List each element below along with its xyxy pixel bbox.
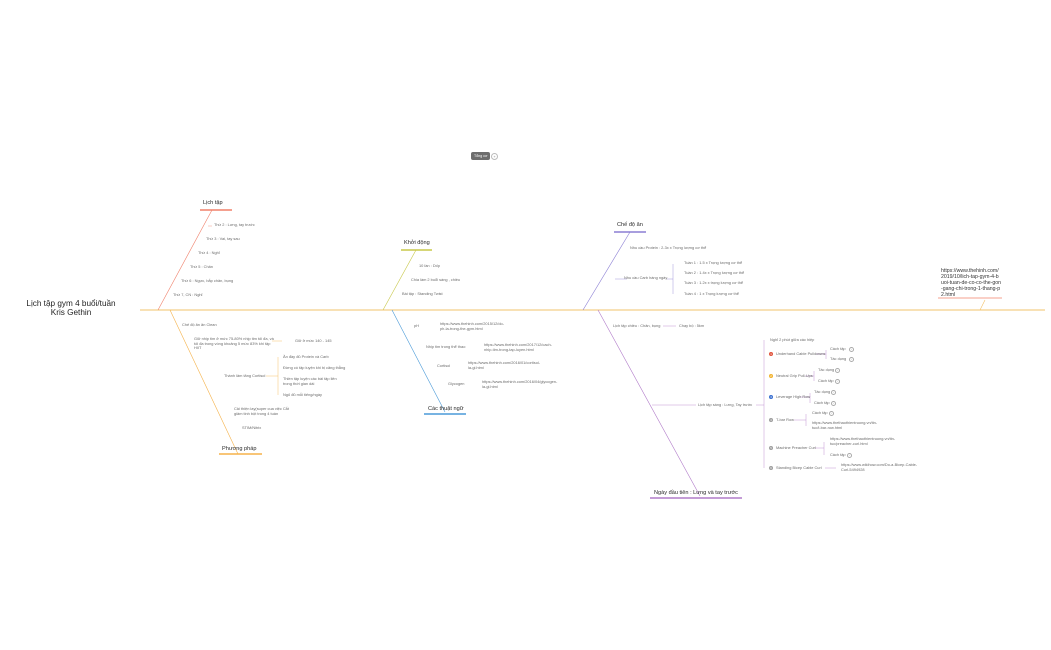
expand-toggle-icon[interactable]: ‹ bbox=[835, 368, 841, 374]
exercise-child[interactable]: https://www.wikihow.com/Do-a-Bicep-Cable… bbox=[841, 462, 918, 472]
exercise-child[interactable]: https://www.thethaothientruong.vn/tin-tu… bbox=[812, 420, 878, 430]
phuong-phap-child[interactable]: Thiền tập luyện các bài tập liên trong t… bbox=[283, 376, 337, 386]
branch-ngay-dau-tien-title[interactable]: Ngày đầu tiên : Lưng và tay trước bbox=[654, 490, 738, 496]
lich-tap-item[interactable]: Thứ 7, CN : Nghỉ bbox=[173, 292, 203, 297]
exercise-number-icon: 3 bbox=[769, 395, 773, 399]
phuong-phap-item[interactable]: Thành lâm tăng Cortisol bbox=[224, 373, 266, 378]
exercise-child[interactable]: Cách tập bbox=[814, 400, 830, 405]
che-do-an-carb[interactable]: Nhu cầu Carb hàng ngày bbox=[624, 275, 668, 280]
exercise-child[interactable]: Cách tập bbox=[830, 452, 846, 457]
exercise-child[interactable]: https://www.thethaothientruong.vn/tin-tu… bbox=[830, 436, 896, 446]
phuong-phap-child[interactable]: Giữ ở mức 140 - 145 bbox=[295, 338, 332, 343]
phuong-phap-item[interactable]: Cải thiện lay(super cua việc Cắt giảm ti… bbox=[234, 406, 289, 416]
url-connector bbox=[979, 299, 986, 311]
expand-toggle-icon[interactable]: ‹ bbox=[849, 347, 855, 353]
ngay-dau-tien-rest[interactable]: Nghỉ 2 phút giữa các hiệp bbox=[770, 337, 815, 342]
exercise-child[interactable]: Cách tập bbox=[818, 378, 834, 383]
expand-toggle-icon[interactable]: ‹ bbox=[835, 379, 841, 385]
phuong-phap-child[interactable]: Ngủ đủ mỗi tiếng/ngày bbox=[283, 392, 322, 397]
thuat-ngu-url[interactable]: https://www.thehinh.com/2016/04/glycogen… bbox=[482, 379, 558, 389]
thuat-ngu-term[interactable]: Nhịp tim trong thể thao bbox=[426, 344, 466, 349]
ngay-dau-tien-warmup[interactable]: Lịch tập chiều : Chân, bụng bbox=[613, 323, 661, 328]
khoi-dong-item[interactable]: Chia làm 2 buổi sáng , chiều bbox=[411, 277, 461, 282]
exercise-child[interactable]: Tác dụng bbox=[830, 356, 847, 361]
exercise-name[interactable]: Neutral Grip Pull-Ups bbox=[776, 373, 813, 378]
exercise-number-icon: 2 bbox=[769, 374, 773, 378]
exercise-child[interactable]: Cách tập bbox=[830, 346, 846, 351]
ngay-dau-tien-session[interactable]: Lịch tập sáng : Lưng, Tay trước bbox=[698, 402, 753, 407]
thuat-ngu-term[interactable]: Glycogen bbox=[448, 381, 465, 386]
exercise-name[interactable]: Standing Bicep Cable Curl bbox=[776, 465, 822, 470]
che-do-an-week[interactable]: Tuần 3 : 1.2x x trọng lượng cơ thể bbox=[684, 280, 744, 285]
expand-toggle-icon[interactable]: ‹ bbox=[849, 357, 855, 363]
lich-tap-item[interactable]: Thứ 4 : Nghỉ bbox=[198, 250, 220, 255]
phuong-phap-child[interactable]: Ăn đầy đủ Protein và Carb bbox=[283, 354, 329, 359]
root-title-line2: Kris Gethin bbox=[50, 308, 92, 318]
expand-toggle-icon[interactable]: ‹ bbox=[847, 453, 853, 459]
ngay-dau-tien-warmup-child[interactable]: Chạy bộ : 5km bbox=[679, 323, 705, 328]
branch-phuong-phap-title[interactable]: Phương pháp bbox=[222, 446, 257, 452]
branch-khoi-dong-title[interactable]: Khởi động bbox=[404, 240, 430, 246]
thuat-ngu-url[interactable]: https://www.thehinh.com/2017/12/cach-nhi… bbox=[484, 342, 552, 352]
exercise-name[interactable]: Leverage High Row bbox=[776, 394, 811, 399]
exercise-child[interactable]: Cách tập bbox=[812, 410, 828, 415]
che-do-an-week[interactable]: Tuần 1 : 1.5 x Trọng lượng cơ thể bbox=[684, 260, 743, 265]
che-do-an-protein[interactable]: Nhu cầu Protein : 2-3x x Trọng lượng cơ … bbox=[630, 245, 707, 250]
root-url-link[interactable]: https://www.thehinh.com/2019/10/lich-tap… bbox=[941, 268, 1001, 298]
expand-toggle-icon[interactable]: ‹ bbox=[829, 411, 835, 417]
root-topic[interactable]: Lịch tập gym 4 buổi/tuần Kris Gethin bbox=[14, 299, 128, 318]
khoi-dong-item[interactable]: 10 lần : Dốp bbox=[419, 263, 440, 268]
branch-che-do-an-title[interactable]: Chế độ ăn bbox=[617, 222, 643, 228]
phuong-phap-item[interactable]: STIM/Nitrix bbox=[242, 425, 262, 430]
phuong-phap-item[interactable]: Chế độ ăn ăn Clean bbox=[182, 322, 217, 327]
branch-lich-tap-title[interactable]: Lịch tập bbox=[203, 200, 223, 206]
exercise-child[interactable]: Tác dụng bbox=[818, 367, 835, 372]
exercise-name[interactable]: Machine Preacher Curl bbox=[776, 445, 816, 450]
thuat-ngu-term[interactable]: pH bbox=[414, 323, 419, 328]
root-title-line1: Lịch tập gym 4 buổi/tuần bbox=[26, 299, 116, 308]
exercise-child[interactable]: Tác dụng bbox=[814, 389, 831, 394]
expand-toggle-icon[interactable]: ‹ bbox=[831, 390, 837, 396]
thuat-ngu-term[interactable]: Cortisol bbox=[437, 363, 451, 368]
thuat-ngu-url[interactable]: https://www.thehinh.com/2015/12/do-ph-la… bbox=[440, 321, 505, 331]
branch-cac-thuat-ngu-title[interactable]: Các thuật ngữ bbox=[428, 406, 464, 412]
lich-tap-item[interactable]: Thứ 3 : Vai, tay sau bbox=[206, 236, 240, 241]
khoi-dong-item[interactable]: Bài tập : Standing Twist bbox=[402, 291, 443, 296]
phuong-phap-item[interactable]: Giữ nhịp tim ở mức 75-80% nhịp tim tối đ… bbox=[194, 336, 274, 351]
exercise-name[interactable]: T-bar Row bbox=[776, 417, 794, 422]
exercise-number-icon: 1 bbox=[769, 352, 773, 356]
exercise-number-icon: 4 bbox=[769, 418, 773, 422]
exercise-number-icon: 5 bbox=[769, 446, 773, 450]
lich-tap-item[interactable]: Thứ 5 : Chân bbox=[190, 264, 213, 269]
thuat-ngu-url[interactable]: https://www.thehinh.com/2016/01/cortisol… bbox=[468, 360, 541, 370]
che-do-an-week[interactable]: Tuần 2 : 1.4x x Trọng lượng cơ thể bbox=[684, 270, 745, 275]
add-icon[interactable]: + bbox=[491, 153, 498, 160]
phuong-phap-child[interactable]: Đừng có tập luyện khi bị căng thẳng bbox=[283, 365, 346, 370]
lich-tap-item[interactable]: Thứ 6 : Ngực, bắp chân, bụng bbox=[181, 278, 234, 283]
tag-button[interactable]: Tổng cơ bbox=[471, 152, 491, 160]
expand-toggle-icon[interactable]: ‹ bbox=[831, 401, 837, 407]
che-do-an-week[interactable]: Tuần 4 : 1 x Trọng lượng cơ thể bbox=[684, 291, 739, 296]
lich-tap-item[interactable]: Thứ 2 : Lưng, tay trước bbox=[214, 222, 255, 227]
exercise-name[interactable]: Underhand Cable Pulldowns bbox=[776, 351, 826, 356]
exercise-number-icon: 6 bbox=[769, 466, 773, 470]
